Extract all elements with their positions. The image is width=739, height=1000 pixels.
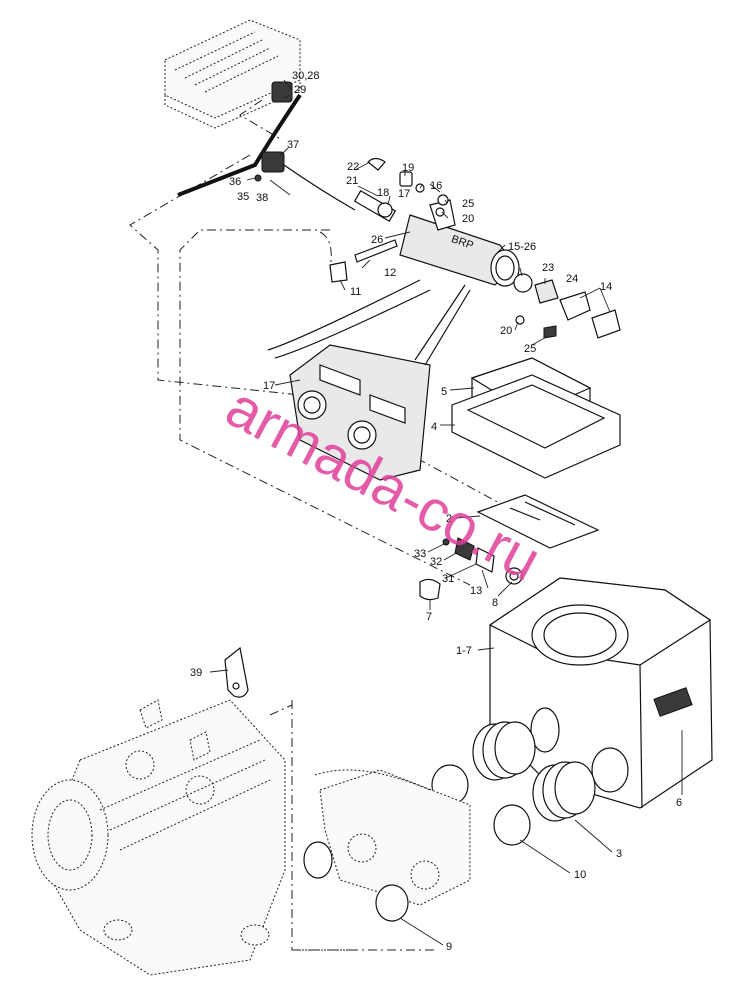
callout-13: 13 [470,585,482,597]
tube-12 [354,239,398,263]
adapter-24 [534,279,559,304]
callout-14: 14 [600,281,612,293]
callout-36: 36 [229,176,241,188]
clamp-10b [493,804,531,846]
callout-7: 7 [426,611,432,623]
callout-31: 31 [442,573,454,585]
valve-19 [399,171,413,187]
clamp-14a [559,291,591,321]
callout-25-bottom: 25 [524,343,536,355]
spring-33 [442,538,450,546]
callout-15-26: 15-26 [508,241,536,253]
callout-3: 3 [616,848,622,860]
callout-labels: 30,28 29 37 36 35 38 22 21 18 19 17 16 2… [190,70,682,953]
electronic-module [164,19,301,129]
carburetor-assembly [267,279,471,481]
decal-6 [653,687,693,717]
callout-8: 8 [492,597,498,609]
clamp-14b [591,309,621,339]
callout-5: 5 [441,386,447,398]
callout-9: 9 [446,941,452,953]
callout-39: 39 [190,667,202,679]
callout-1-7: 1-7 [456,645,472,657]
callout-16: 16 [430,180,442,192]
clamp-9b [375,884,409,922]
callout-2: 2 [446,513,452,525]
callout-20-bottom: 20 [500,325,512,337]
nut-36 [254,174,262,182]
silencer-cover-group [451,357,621,479]
callout-18: 18 [377,187,389,199]
bracket-39 [224,646,249,698]
cap-25 [437,194,449,206]
callout-4: 4 [431,421,437,433]
engine-block [31,699,286,976]
connector-37 [261,151,285,173]
cap-7 [419,578,441,601]
connector-29 [271,81,293,103]
callout-32: 32 [430,556,442,568]
small-fittings [419,537,523,601]
callout-19: 19 [402,162,414,174]
fitting-11 [329,261,348,283]
air-silencer-housing [488,577,713,809]
callout-24: 24 [566,273,578,285]
o-ring-23 [513,273,533,293]
callout-23: 23 [542,262,554,274]
callout-12: 12 [384,267,396,279]
callout-29: 29 [294,84,306,96]
clamp-9a [303,841,333,879]
callout-leaders [209,79,683,946]
callout-21: 21 [346,175,358,187]
callout-20-top: 20 [462,213,474,225]
callout-10: 10 [574,869,586,881]
wiring-harness [177,93,302,197]
intake-boots [431,721,596,846]
grommet-13 [475,547,495,573]
callout-26: 26 [371,234,383,246]
callout-37: 37 [287,139,299,151]
callout-17-top: 17 [398,188,410,200]
nut-25 [543,325,557,339]
ring-18 [377,202,393,218]
throttle-body-assembly: BRP [329,157,520,287]
carburetor-lower-view [303,769,471,922]
sensor-group [254,151,397,223]
callout-35: 35 [237,191,249,203]
bracket-22 [367,157,386,171]
callout-38: 38 [256,192,268,204]
callout-11: 11 [350,286,361,298]
plug-32 [454,537,475,561]
callout-25-top: 25 [462,198,474,210]
callout-17-carb: 17 [263,380,275,392]
callout-30-28: 30,28 [292,70,320,82]
plate-2 [476,494,600,549]
boot-and-clamps [513,273,621,339]
o-ring-20 [515,315,525,325]
callout-22: 22 [347,161,359,173]
callout-6: 6 [676,797,682,809]
callout-33: 33 [414,548,426,560]
